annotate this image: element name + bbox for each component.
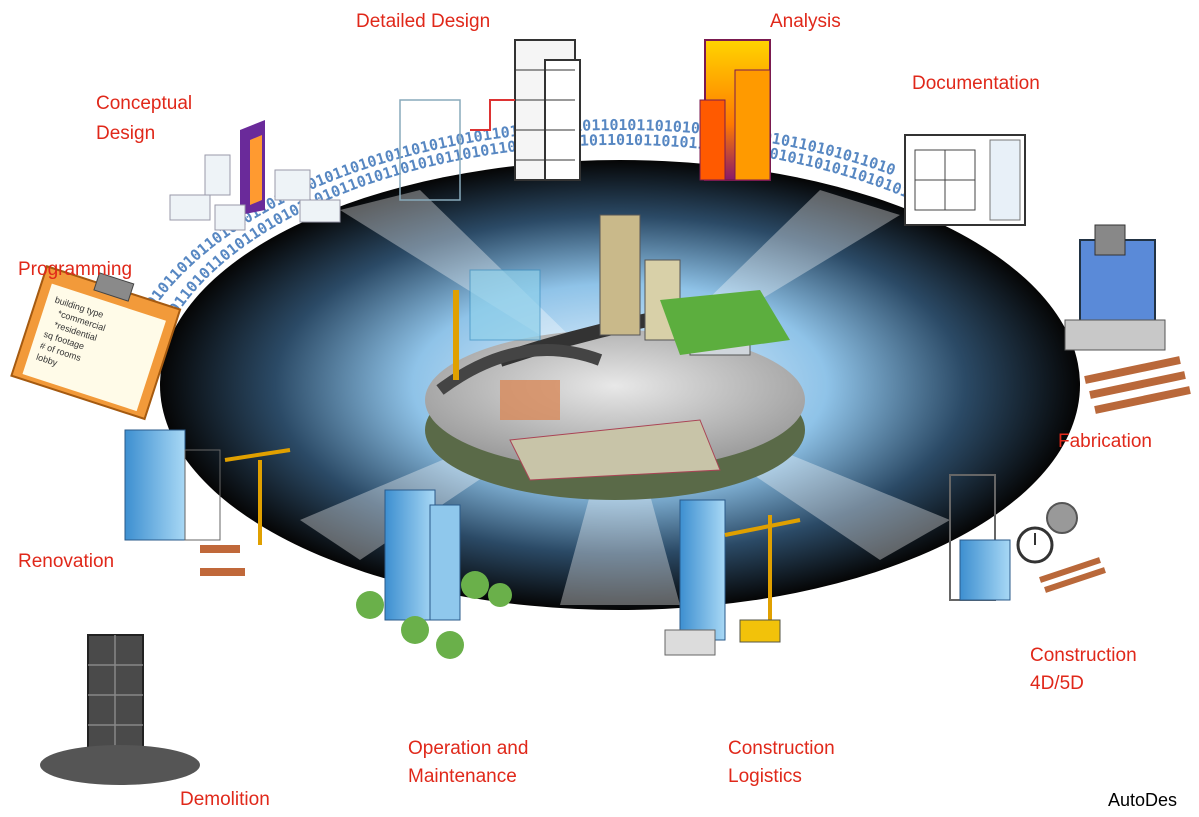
operation-building	[356, 489, 512, 659]
label-fabrication: Fabrication	[1058, 431, 1152, 452]
label-construction-4d5d-2: 4D/5D	[1030, 673, 1084, 694]
label-documentation: Documentation	[912, 73, 1040, 94]
label-operation-1: Operation and	[408, 738, 529, 759]
label-analysis: Analysis	[770, 11, 841, 32]
label-conceptual-design-2: Design	[96, 123, 156, 144]
label-construction-4d5d-1: Construction	[1030, 645, 1137, 666]
construction-4d5d-building	[949, 474, 1106, 601]
label-detailed-design: Detailed Design	[356, 11, 491, 32]
logistics-building	[664, 499, 801, 656]
credit-text: AutoDes	[1108, 790, 1178, 810]
documentation-drawing	[904, 134, 1026, 226]
programming-clipboard: building type *commercial *residential s…	[10, 265, 182, 421]
conceptual-massing	[169, 120, 341, 231]
fabrication-machine	[1064, 224, 1191, 414]
label-renovation: Renovation	[18, 551, 115, 572]
label-programming: Programming	[18, 259, 133, 280]
detailed-design-building	[399, 39, 581, 201]
label-operation-2: Maintenance	[408, 766, 517, 787]
analysis-building	[699, 39, 771, 181]
label-demolition: Demolition	[180, 789, 270, 810]
demolition-building	[40, 634, 200, 785]
renovation-building	[124, 429, 291, 576]
label-logistics-1: Construction	[728, 738, 835, 759]
label-conceptual-design-1: Conceptual	[96, 93, 193, 114]
label-logistics-2: Logistics	[728, 766, 802, 787]
central-city-model	[425, 214, 805, 500]
